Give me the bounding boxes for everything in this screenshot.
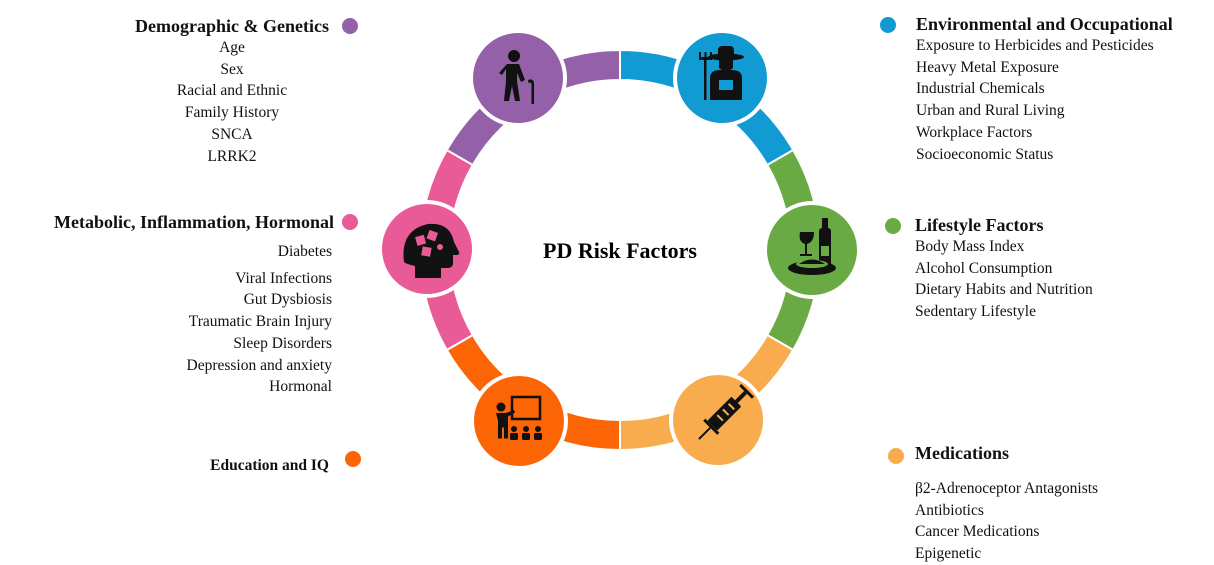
brain-puzzle-icon [403, 223, 460, 278]
elderly-person-icon [499, 50, 534, 104]
badge-demographic [469, 29, 567, 127]
heading-medications: Medications [915, 443, 1009, 463]
legend-dot-lifestyle [885, 218, 901, 234]
list-item: Cancer Medications [915, 523, 1040, 541]
farmer-icon [699, 46, 744, 100]
list-lifestyle: Body Mass Index Alcohol Consumption Diet… [915, 236, 1093, 323]
teacher-classroom-icon [496, 395, 542, 440]
list-item: Diabetes [277, 243, 332, 260]
list-item: Family History [184, 104, 280, 122]
list-item: Viral Infections [235, 269, 332, 287]
heading-environmental: Environmental and Occupational [916, 14, 1173, 34]
list-item: β2-Adrenoceptor Antagonists [915, 480, 1099, 497]
group-lifestyle: Lifestyle Factors Body Mass Index Alcoho… [915, 214, 1093, 323]
list-item: Antibiotics [915, 501, 984, 519]
badge-environmental [673, 29, 771, 127]
center-disc [496, 126, 744, 374]
group-medications: Medications β2-Adrenoceptor Antagonists … [915, 442, 1098, 565]
list-item: Body Mass Index [915, 238, 1025, 255]
list-item: Depression and anxiety [186, 356, 333, 374]
list-item: Sleep Disorders [233, 334, 332, 352]
badge-circle-demographic [469, 29, 567, 127]
list-item: Dietary Habits and Nutrition [915, 281, 1093, 299]
badge-education [470, 372, 568, 470]
list-item: Epigenetic [915, 545, 982, 563]
list-item: Socioeconomic Status [916, 145, 1054, 163]
heading-demographic: Demographic & Genetics [135, 16, 329, 36]
list-metabolic: Diabetes Viral Infections Gut Dysbiosis … [54, 241, 333, 398]
legend-dot-metabolic [342, 214, 358, 230]
badge-medications [669, 371, 767, 469]
legend-dot-environmental [880, 17, 896, 33]
heading-lifestyle: Lifestyle Factors [915, 215, 1044, 235]
list-item: Exposure to Herbicides and Pesticides [916, 37, 1154, 54]
legend-dot-medications [888, 448, 904, 464]
list-demographic: Age Sex Racial and Ethnic Family History… [135, 37, 329, 167]
list-item: Sex [220, 60, 244, 78]
list-item: LRRK2 [207, 147, 257, 165]
heading-metabolic: Metabolic, Inflammation, Hormonal [54, 212, 334, 232]
group-education: Education and IQ [210, 455, 329, 477]
badge-metabolic [378, 200, 476, 298]
list-item: Workplace Factors [916, 123, 1033, 141]
list-item: Industrial Chemicals [916, 80, 1045, 98]
badge-lifestyle [763, 201, 861, 299]
list-item: SNCA [211, 125, 253, 143]
badge-circle-education [470, 372, 568, 470]
list-item: Heavy Metal Exposure [916, 58, 1059, 76]
legend-dot-demographic [342, 18, 358, 34]
list-medications: β2-Adrenoceptor Antagonists Antibiotics … [915, 478, 1098, 565]
heading-education: Education and IQ [210, 457, 329, 474]
list-item: Traumatic Brain Injury [188, 313, 332, 331]
group-environmental: Environmental and Occupational Exposure … [916, 13, 1173, 165]
list-item: Alcohol Consumption [915, 259, 1053, 277]
group-demographic: Demographic & Genetics Age Sex Racial an… [135, 15, 329, 167]
list-item: Sedentary Lifestyle [915, 303, 1036, 321]
legend-dot-education [345, 451, 361, 467]
badge-circle-lifestyle [763, 201, 861, 299]
list-item: Age [219, 39, 245, 56]
group-metabolic: Metabolic, Inflammation, Hormonal Diabet… [54, 211, 334, 398]
list-item: Gut Dysbiosis [243, 291, 332, 309]
list-item: Hormonal [269, 378, 332, 396]
center-title: PD Risk Factors [543, 238, 697, 263]
list-item: Urban and Rural Living [916, 102, 1065, 120]
food-and-wine-icon [788, 218, 836, 275]
list-item: Racial and Ethnic [176, 82, 288, 100]
syringe-icon [698, 383, 755, 440]
list-environmental: Exposure to Herbicides and Pesticides He… [916, 35, 1173, 165]
